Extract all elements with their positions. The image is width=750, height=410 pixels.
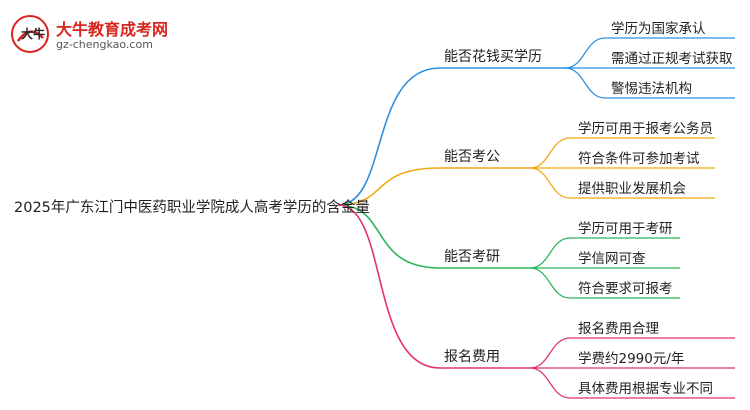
branch-label: 能否考研 [444, 249, 500, 265]
branch-label: 能否花钱买学历 [444, 49, 542, 65]
branch-connector [337, 204, 441, 369]
leaf-connector [529, 237, 571, 269]
logo: 大牛 大牛教育成考网 gz-chengkao.com [10, 14, 200, 54]
leaf-connector [529, 267, 571, 299]
logo-url: gz-chengkao.com [56, 38, 153, 51]
leaf-label: 学历为国家承认 [611, 21, 706, 37]
leaf-connector [564, 67, 606, 99]
branch-label: 报名费用 [444, 349, 500, 365]
leaf-label: 学历可用于考研 [578, 221, 673, 237]
leaf-connector [529, 337, 571, 369]
leaf-connector [529, 137, 571, 169]
branch-label: 能否考公 [444, 149, 500, 165]
leaf-label: 学信网可查 [578, 251, 646, 267]
leaf-label: 符合条件可参加考试 [578, 151, 700, 167]
leaf-label: 具体费用根据专业不同 [578, 381, 713, 397]
leaf-label: 学费约2990元/年 [578, 351, 685, 367]
logo-mark-text: 大牛 [21, 26, 45, 41]
leaf-connector [564, 37, 606, 69]
logo-mark-icon: 大牛 [11, 15, 49, 53]
leaf-label: 符合要求可报考 [578, 281, 673, 297]
branch-connector [337, 167, 441, 206]
leaf-label: 需通过正规考试获取 [611, 51, 733, 67]
root-node: 2025年广东江门中医药职业学院成人高考学历的含金量 [14, 200, 370, 216]
leaf-label: 警惕违法机构 [611, 81, 692, 97]
branch-connector [337, 204, 441, 269]
leaf-label: 学历可用于报考公务员 [578, 121, 713, 137]
leaf-label: 报名费用合理 [578, 321, 659, 337]
leaf-connector [529, 167, 571, 199]
leaf-label: 提供职业发展机会 [578, 181, 686, 197]
branch-connector [337, 67, 441, 206]
leaf-connector [529, 367, 571, 399]
logo-title: 大牛教育成考网 [56, 20, 169, 39]
